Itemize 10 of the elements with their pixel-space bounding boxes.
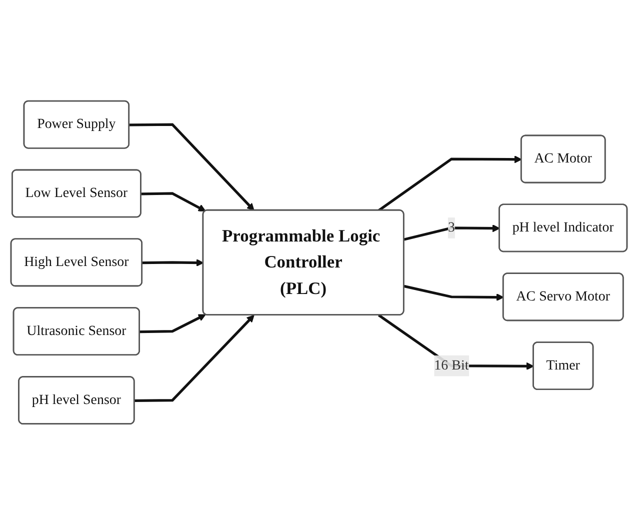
arrow xyxy=(140,314,206,334)
arrow xyxy=(141,192,206,212)
edge-label: 3 xyxy=(448,220,455,236)
arrow xyxy=(129,123,254,211)
arrow xyxy=(142,259,204,267)
arrow xyxy=(404,285,504,302)
arrow xyxy=(404,224,500,241)
edge-label: 16 Bit xyxy=(434,358,469,373)
arrow xyxy=(378,156,522,212)
arrow xyxy=(134,314,254,402)
